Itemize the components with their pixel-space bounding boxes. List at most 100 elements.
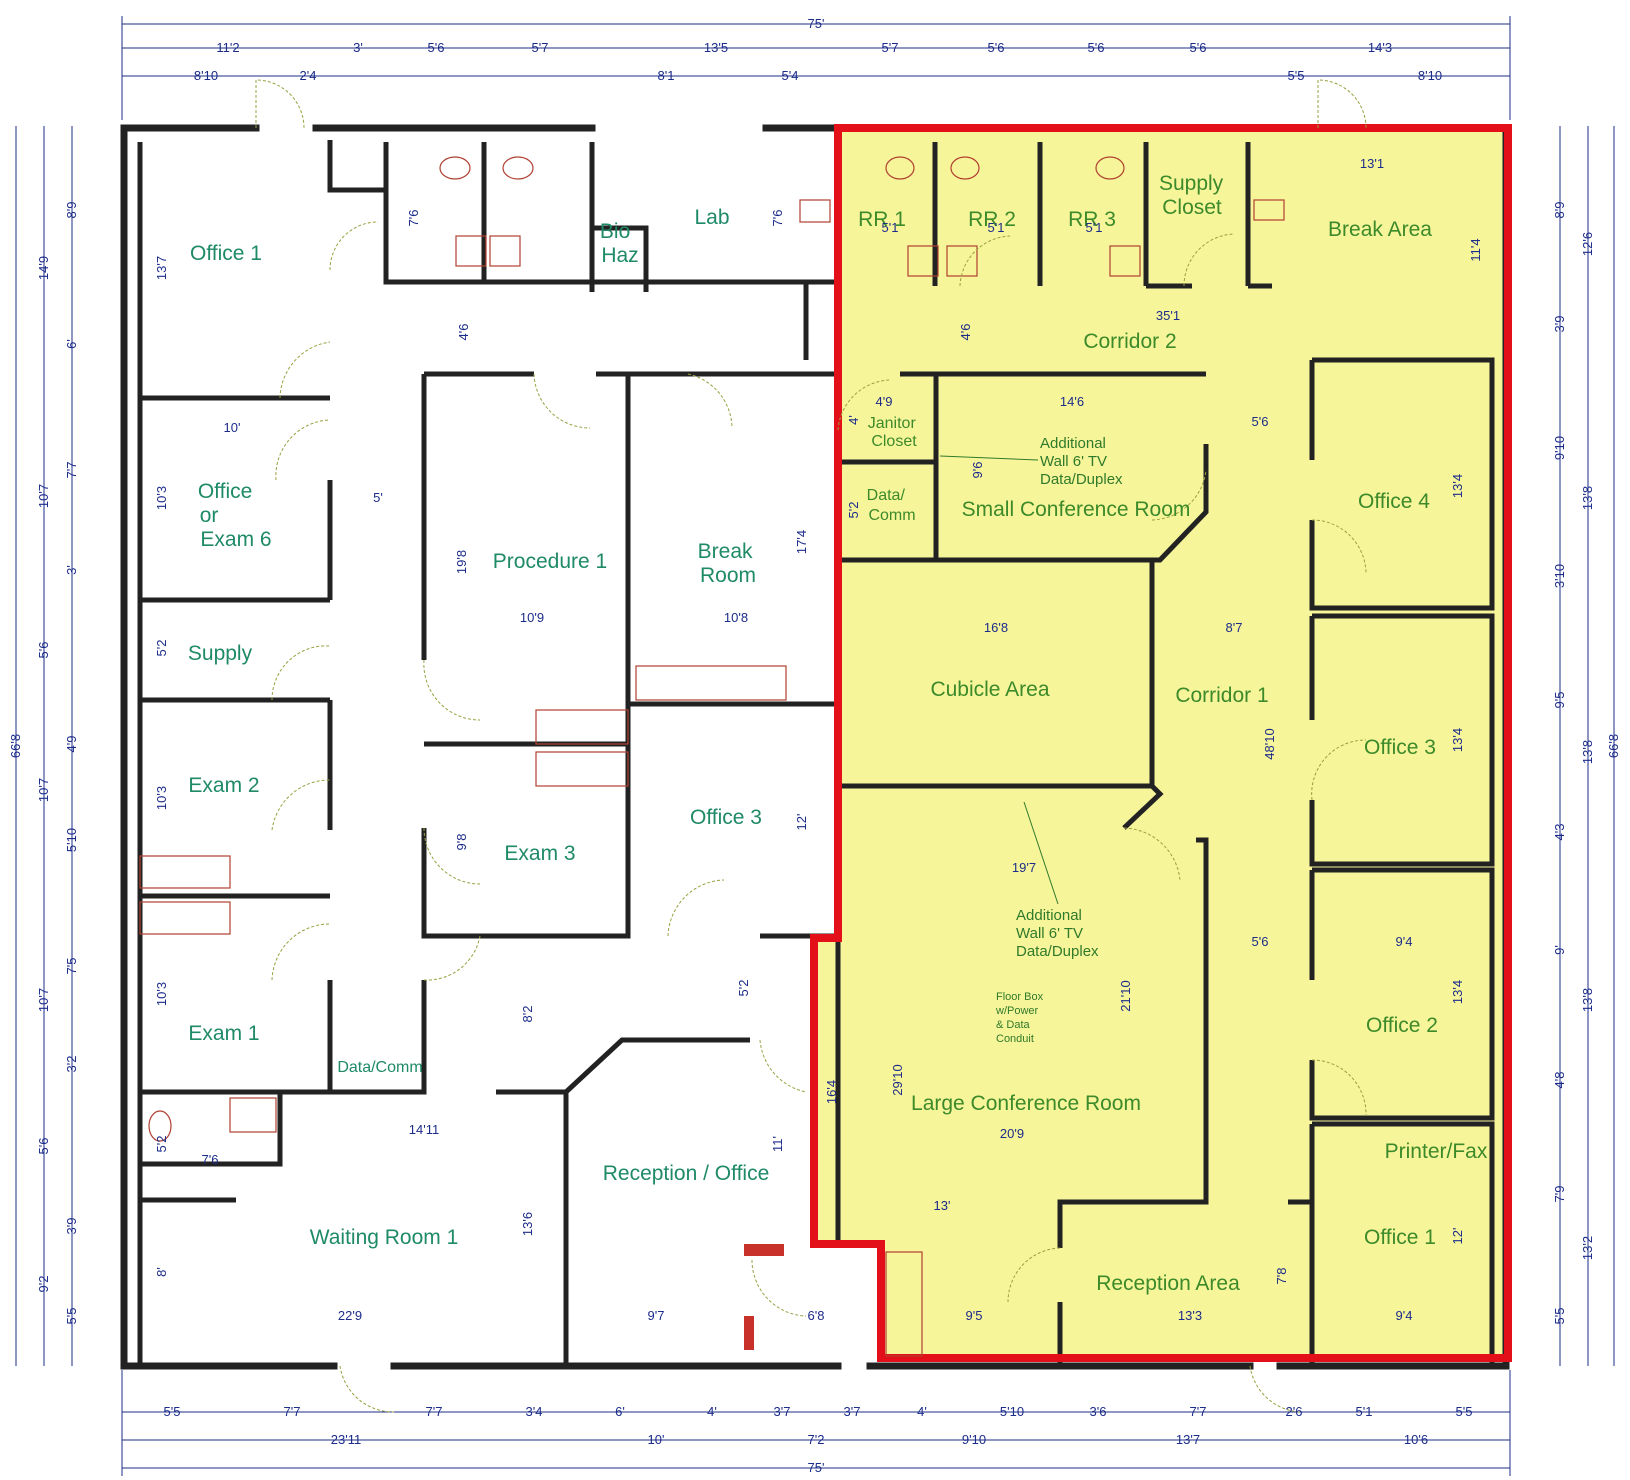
room-labels-left: Office 1 Office or Exam 6 Supply Exam 2 … [188,206,769,1249]
room-supply: Supply [188,642,253,665]
dim-interior-45: 19'7 [1012,860,1036,875]
dim-interior-27: 5'1 [882,220,899,235]
tv-leader-bottom [1023,801,1059,905]
dim-interior-52: 20'9 [1000,1126,1024,1141]
room-small-conference-room: Small Conference Room [962,498,1191,521]
dim-top-r2-0: 8'10 [194,68,218,83]
dim-right-r1-0: 12'6 [1580,232,1595,256]
dim-top-r1-2: 5'6 [428,40,445,55]
dim-bot-r1-4: 6' [615,1404,625,1419]
note-tv-bottom: Additional Wall 6' TV Data/Duplex [1016,907,1099,960]
dim-interior-53: 13' [934,1198,951,1213]
dim-right-overall: 66'8 [1606,734,1621,758]
dim-left-r2-3: 3' [64,565,79,575]
dim-left-r1-1: 10'7 [36,484,51,508]
dim-interior-12: 10'3 [154,786,169,810]
room-rr-1: RR 1 [858,208,906,231]
room-rr-3: RR 3 [1068,208,1116,231]
dim-interior-10: 10'8 [724,610,748,625]
dim-right-r2-2: 9'10 [1552,436,1567,460]
dim-top-r1-4: 13'5 [704,40,728,55]
dim-interior-4: 10' [224,420,241,435]
dim-interior-20: 7'6 [202,1152,219,1167]
room-corridor-1: Corridor 1 [1175,684,1268,707]
room-exam-2: Exam 2 [188,774,259,797]
dim-bot-r1-0: 5'5 [164,1404,181,1419]
dim-right-r1-4: 13'2 [1580,1236,1595,1260]
notes: Additional Wall 6' TV Data/Duplex Additi… [995,435,1123,1045]
dim-bot-r1-13: 5'1 [1356,1404,1373,1419]
room-large-conference-room: Large Conference Room [911,1092,1141,1115]
room-exam-3: Exam 3 [504,842,575,865]
interior-walls-left [137,140,840,1366]
dim-right-r2-4: 9'5 [1552,692,1567,709]
dim-interior-21: 13'6 [520,1212,535,1236]
dim-top-r1-6: 5'6 [988,40,1005,55]
dim-top-r2-3: 5'4 [782,68,799,83]
room-lab: Lab [694,206,729,229]
dim-interior-28: 5'1 [988,220,1005,235]
dim-interior-38: 9'6 [970,462,985,479]
dim-interior-17: 5'2 [736,980,751,997]
room-office-exam-6: Office or Exam 6 [198,480,272,551]
dim-interior-58: 9'4 [1396,1308,1413,1323]
dim-bot-r1-11: 7'7 [1190,1404,1207,1419]
dim-bot-r1-2: 7'7 [426,1404,443,1419]
dim-left-r2-4: 4'9 [64,736,79,753]
dim-interior-5: 5' [373,490,383,505]
dim-right-r1-3: 13'8 [1580,988,1595,1012]
room-office-3-left: Office 3 [690,806,762,829]
dim-right-r2-7: 4'8 [1552,1072,1567,1089]
dim-interior-7: 5'2 [154,640,169,657]
room-break-room: Break Room [698,540,759,587]
plumbing-fixtures [139,156,1285,1357]
dim-interior-18: 14'11 [409,1122,439,1137]
dim-left-r2-0: 8'9 [64,202,79,219]
dim-right-r2-8: 7'9 [1552,1186,1567,1203]
dim-interior-56: 9'5 [966,1308,983,1323]
room-reception-area: Reception Area [1096,1272,1240,1295]
dim-interior-29: 5'1 [1086,220,1103,235]
dim-bot-r2-0: 23'11 [331,1432,361,1447]
dim-interior-50: 29'10 [890,1064,905,1095]
dim-interior-44: 13'4 [1450,728,1465,752]
dim-interior-48: 9'4 [1396,934,1413,949]
dim-interior-32: 35'1 [1156,308,1180,323]
room-janitor-closet: Janitor Closet [868,415,920,450]
room-cubicle-area: Cubicle Area [930,678,1049,701]
dim-right-r2-0: 8'9 [1552,202,1567,219]
dim-top-r1-1: 3' [353,40,363,55]
dim-interior-15: 10'3 [154,982,169,1006]
dim-left-r1-5: 5'6 [36,1138,51,1155]
room-printer-fax: Printer/Fax [1385,1140,1488,1163]
dim-interior-22: 11' [770,1136,785,1152]
dim-interior-36: 4' [846,415,861,425]
dim-top-overall: 75' [808,16,825,31]
dim-interior-42: 8'7 [1226,620,1243,635]
room-bio-haz: Bio Haz [600,220,639,267]
room-waiting-room-1: Waiting Room 1 [310,1226,459,1249]
dim-bot-r2-5: 10'6 [1404,1432,1428,1447]
dim-interior-8: 19'8 [454,550,469,574]
dim-interior-43: 48'10 [1262,728,1277,759]
dim-interior-11: 17'4 [794,530,809,554]
dim-top-r1-5: 5'7 [882,40,899,55]
dim-interior-37: 5'6 [1252,414,1269,429]
dim-interior-49: 13'4 [1450,980,1465,1004]
dim-bot-r2-3: 9'10 [962,1432,986,1447]
dim-right-r1-1: 13'8 [1580,486,1595,510]
room-labels-right: RR 1 RR 2 RR 3 Supply Closet Break Area … [858,172,1488,1295]
dim-left-overall: 66'8 [8,734,23,758]
room-office-3-right: Office 3 [1364,736,1436,759]
room-corridor-2: Corridor 2 [1083,330,1176,353]
dim-interior-55: 12' [1450,1228,1465,1245]
dim-interior-31: 11'4 [1468,238,1483,261]
dim-right-r2-5: 4'3 [1552,824,1567,841]
dim-interior-47: 5'6 [1252,934,1269,949]
dimension-lines [15,16,1615,1476]
dim-left-r2-7: 3'2 [64,1056,79,1073]
dim-interior-23: 8' [154,1267,169,1277]
dim-interior-0: 13'7 [154,256,169,280]
